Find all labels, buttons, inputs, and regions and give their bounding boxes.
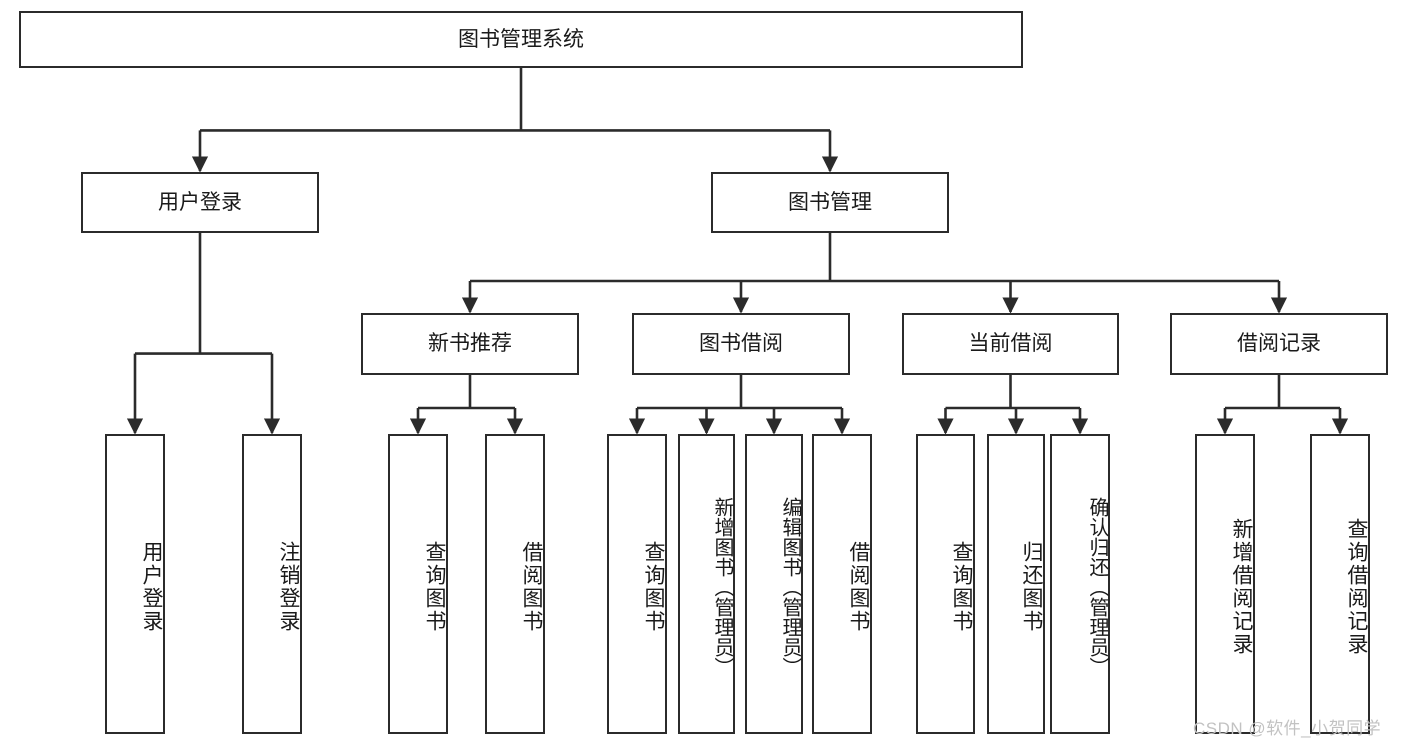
node-label: 注销登录 bbox=[277, 541, 300, 633]
node-current[interactable]: 当前借阅 bbox=[902, 313, 1119, 375]
node-l4[interactable]: 借阅图书 bbox=[485, 434, 545, 734]
node-label: 图书借阅 bbox=[699, 332, 783, 356]
node-label: 新书推荐 bbox=[428, 332, 512, 356]
node-label: 用户登录 bbox=[158, 190, 242, 214]
node-borrow[interactable]: 图书借阅 bbox=[632, 313, 850, 375]
node-label: 图书管理 bbox=[788, 190, 872, 214]
node-label: 借阅记录 bbox=[1237, 332, 1321, 356]
node-l13[interactable]: 查询借阅记录 bbox=[1310, 434, 1370, 734]
node-label: 新增借阅记录 bbox=[1230, 518, 1253, 656]
node-label: 借阅图书 bbox=[520, 541, 543, 633]
node-login[interactable]: 用户登录 bbox=[81, 172, 319, 233]
node-label: 用户登录 bbox=[140, 541, 163, 633]
node-label: 当前借阅 bbox=[968, 332, 1053, 356]
node-root[interactable]: 图书管理系统 bbox=[19, 11, 1023, 68]
node-l11[interactable]: 确认归还（管理员） bbox=[1050, 434, 1110, 734]
node-newbook[interactable]: 新书推荐 bbox=[361, 313, 579, 375]
node-label: 借阅图书 bbox=[847, 541, 870, 633]
node-label: 查询借阅记录 bbox=[1345, 518, 1368, 656]
node-l8[interactable]: 借阅图书 bbox=[812, 434, 872, 734]
node-l9[interactable]: 查询图书 bbox=[916, 434, 975, 734]
node-label: 查询图书 bbox=[642, 541, 665, 633]
node-l6[interactable]: 新增图书（管理员） bbox=[678, 434, 735, 734]
node-l5[interactable]: 查询图书 bbox=[607, 434, 667, 734]
node-l2[interactable]: 注销登录 bbox=[242, 434, 302, 734]
node-l7[interactable]: 编辑图书（管理员） bbox=[745, 434, 803, 734]
node-l12[interactable]: 新增借阅记录 bbox=[1195, 434, 1255, 734]
node-label: 新增图书（管理员） bbox=[711, 497, 733, 677]
node-l10[interactable]: 归还图书 bbox=[987, 434, 1045, 734]
node-label: 确认归还（管理员） bbox=[1086, 497, 1108, 677]
node-label: 查询图书 bbox=[423, 541, 446, 633]
node-l3[interactable]: 查询图书 bbox=[388, 434, 448, 734]
node-label: 编辑图书（管理员） bbox=[779, 497, 801, 677]
node-label: 归还图书 bbox=[1020, 541, 1043, 633]
node-label: 图书管理系统 bbox=[458, 27, 584, 51]
node-bookmgmt[interactable]: 图书管理 bbox=[711, 172, 949, 233]
node-records[interactable]: 借阅记录 bbox=[1170, 313, 1388, 375]
node-label: 查询图书 bbox=[950, 541, 973, 633]
node-l1[interactable]: 用户登录 bbox=[105, 434, 165, 734]
